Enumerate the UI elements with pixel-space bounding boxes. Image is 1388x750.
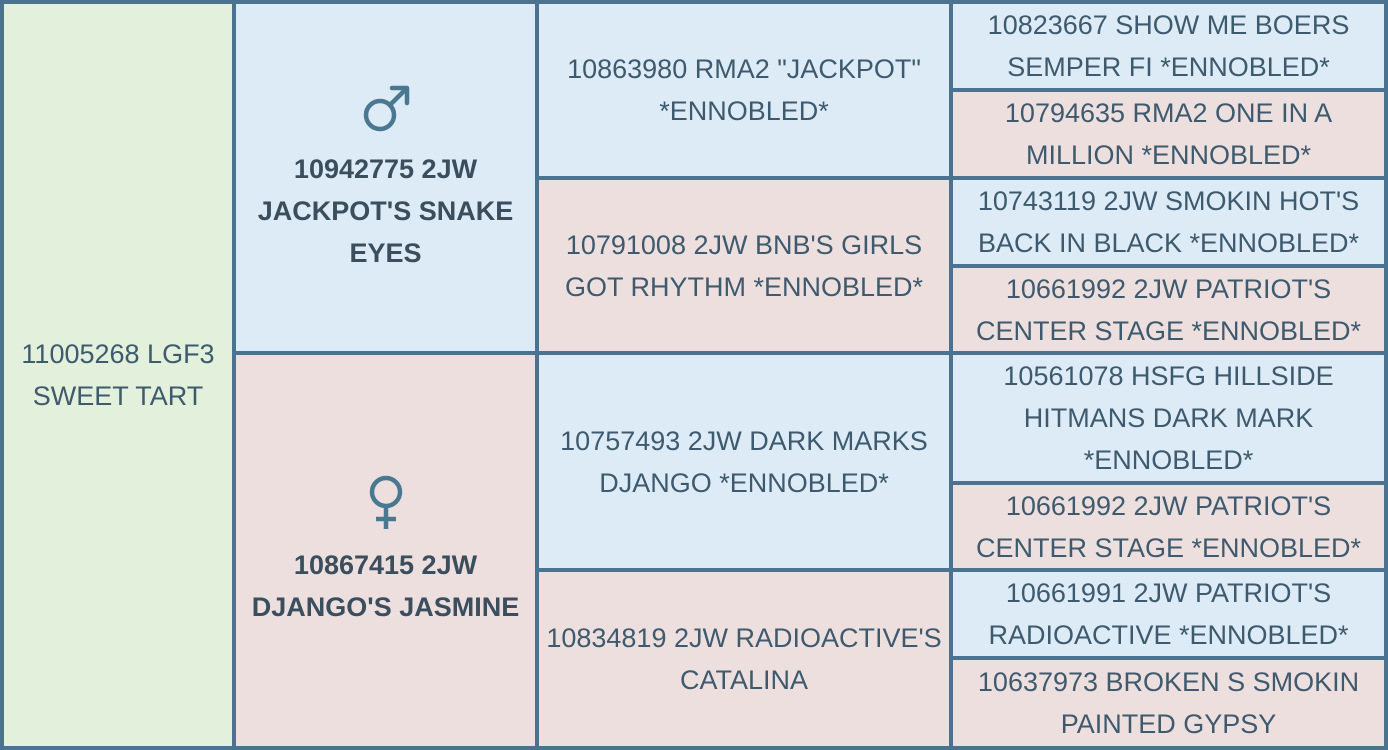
sire-dam-cell[interactable]: 10791008 2JW BNB'S GIRLS GOT RHYTHM *ENN…	[539, 180, 949, 351]
dam-dam-name: 10834819 2JW RADIOACTIVE'S CATALINA	[546, 623, 942, 695]
sire-sire-dam-cell[interactable]: 10794635 RMA2 ONE IN A MILLION *ENNOBLED…	[953, 92, 1384, 176]
dam-sire-dam-cell[interactable]: 10661992 2JW PATRIOT'S CENTER STAGE *ENN…	[953, 485, 1384, 568]
dam-dam-dam-cell[interactable]: 10637973 BROKEN S SMOKIN PAINTED GYPSY	[953, 660, 1384, 746]
dam-sire-dam-name: 10661992 2JW PATRIOT'S CENTER STAGE *ENN…	[975, 490, 1362, 563]
sire-sire-cell[interactable]: 10863980 RMA2 "JACKPOT" *ENNOBLED*	[539, 4, 949, 176]
sire-name: 10942775 2JW JACKPOT'S SNAKE EYES	[257, 153, 514, 268]
sire-dam-dam-name: 10661992 2JW PATRIOT'S CENTER STAGE *ENN…	[975, 273, 1362, 346]
dam-sire-sire-cell[interactable]: 10561078 HSFG HILLSIDE HITMANS DARK MARK…	[953, 355, 1384, 481]
dam-dam-sire-cell[interactable]: 10661991 2JW PATRIOT'S RADIOACTIVE *ENNO…	[953, 572, 1384, 656]
subject-cell[interactable]: 11005268 LGF3 SWEET TART	[4, 4, 232, 746]
dam-dam-sire-name: 10661991 2JW PATRIOT'S RADIOACTIVE *ENNO…	[988, 578, 1349, 650]
sire-dam-name: 10791008 2JW BNB'S GIRLS GOT RHYTHM *ENN…	[564, 229, 924, 302]
dam-sire-name: 10757493 2JW DARK MARKS DJANGO *ENNOBLED…	[560, 425, 928, 498]
sire-dam-sire-name: 10743119 2JW SMOKIN HOT'S BACK IN BLACK …	[977, 186, 1360, 258]
female-symbol-icon	[364, 474, 408, 544]
dam-sire-cell[interactable]: 10757493 2JW DARK MARKS DJANGO *ENNOBLED…	[539, 355, 949, 568]
sire-cell[interactable]: 10942775 2JW JACKPOT'S SNAKE EYES	[236, 4, 535, 351]
dam-dam-dam-name: 10637973 BROKEN S SMOKIN PAINTED GYPSY	[977, 667, 1360, 739]
male-symbol-icon	[359, 82, 413, 148]
sire-dam-dam-cell[interactable]: 10661992 2JW PATRIOT'S CENTER STAGE *ENN…	[953, 268, 1384, 351]
sire-dam-sire-cell[interactable]: 10743119 2JW SMOKIN HOT'S BACK IN BLACK …	[953, 180, 1384, 264]
dam-name: 10867415 2JW DJANGO'S JASMINE	[251, 549, 520, 622]
dam-cell[interactable]: 10867415 2JW DJANGO'S JASMINE	[236, 355, 535, 746]
dam-sire-sire-name: 10561078 HSFG HILLSIDE HITMANS DARK MARK…	[1003, 361, 1334, 475]
sire-sire-sire-name: 10823667 SHOW ME BOERS SEMPER FI *ENNOBL…	[987, 10, 1350, 82]
dam-dam-cell[interactable]: 10834819 2JW RADIOACTIVE'S CATALINA	[539, 572, 949, 746]
sire-sire-sire-cell[interactable]: 10823667 SHOW ME BOERS SEMPER FI *ENNOBL…	[953, 4, 1384, 88]
sire-sire-dam-name: 10794635 RMA2 ONE IN A MILLION *ENNOBLED…	[1004, 98, 1333, 170]
subject-name: 11005268 LGF3 SWEET TART	[21, 339, 215, 411]
sire-sire-name: 10863980 RMA2 "JACKPOT" *ENNOBLED*	[567, 54, 921, 126]
